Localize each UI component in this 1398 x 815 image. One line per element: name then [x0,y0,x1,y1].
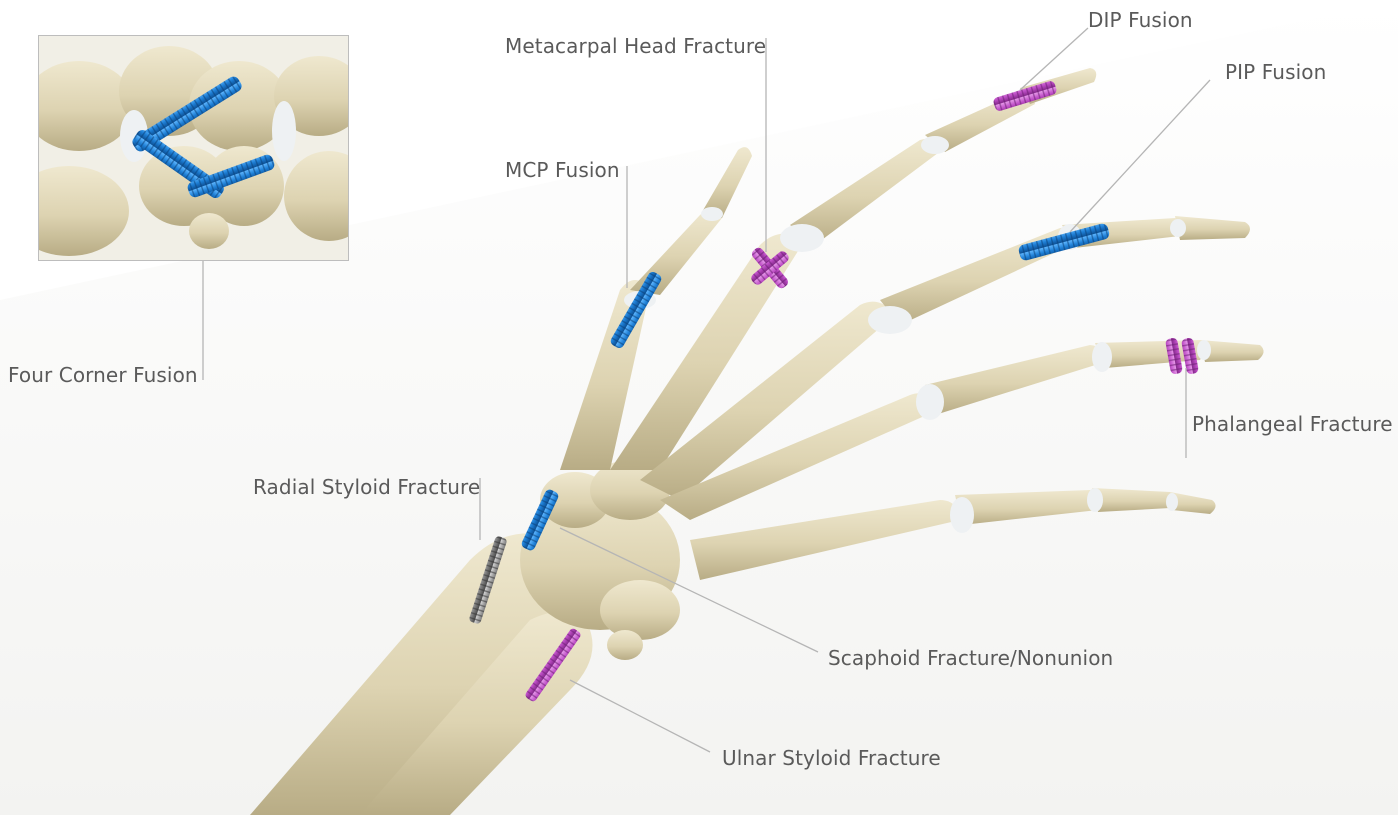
label-metacarpal-head-fracture: Metacarpal Head Fracture [505,34,766,58]
label-pip-fusion: PIP Fusion [1225,60,1326,84]
label-four-corner-fusion: Four Corner Fusion [8,363,198,387]
four-corner-fusion-inset [38,35,349,261]
label-ulnar-styloid-fracture: Ulnar Styloid Fracture [722,746,941,770]
label-radial-styloid-fracture: Radial Styloid Fracture [253,475,480,499]
label-dip-fusion: DIP Fusion [1088,8,1193,32]
label-phalangeal-fracture: Phalangeal Fracture [1192,412,1393,436]
label-mcp-fusion: MCP Fusion [505,158,620,182]
label-scaphoid-fracture-nonunion: Scaphoid Fracture/Nonunion [828,646,1113,670]
inset-carpal-illustration [39,36,349,261]
